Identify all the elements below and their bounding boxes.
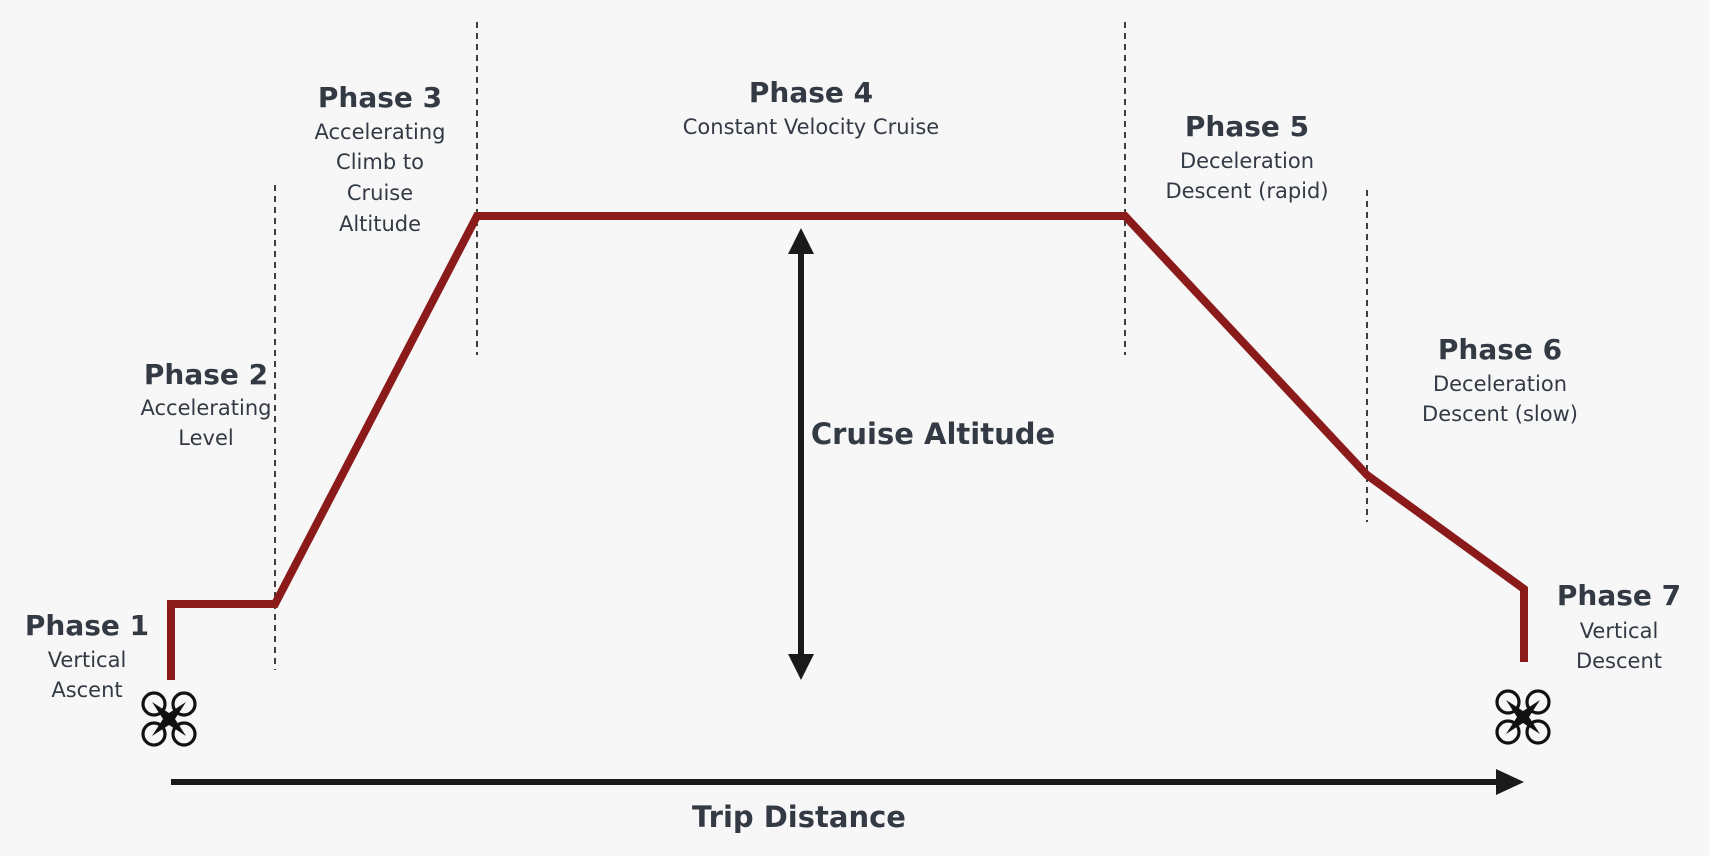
phase-desc-line: Descent [1576, 649, 1662, 673]
phase-desc-line: Vertical [1580, 619, 1659, 643]
cruise-altitude-label: Cruise Altitude [811, 417, 1055, 451]
flight-profile-line [167, 212, 1528, 680]
phase-3-label: Phase 3 Accelerating Climb to Cruise Alt… [315, 81, 446, 236]
phase-title: Phase 2 [144, 358, 268, 391]
phase-desc-line: Level [178, 426, 233, 450]
phase-desc-line: Altitude [339, 212, 421, 236]
phase-1-label: Phase 1 Vertical Ascent [25, 609, 149, 702]
drone-icon [141, 691, 197, 747]
phase-desc-line: Climb to [336, 150, 424, 174]
phase-title: Phase 3 [318, 81, 442, 114]
phase-desc-line: Accelerating [141, 396, 272, 420]
phase-desc-line: Vertical [48, 648, 127, 672]
phase-2-label: Phase 2 Accelerating Level [141, 358, 272, 450]
phase-desc-line: Deceleration [1180, 149, 1314, 173]
cruise-altitude-arrow [788, 228, 814, 680]
phase-desc-line: Descent (slow) [1422, 402, 1578, 426]
phase-title: Phase 6 [1438, 333, 1562, 366]
phase-6-label: Phase 6 Deceleration Descent (slow) [1422, 333, 1578, 426]
phase-desc-line: Cruise [347, 181, 413, 205]
phase-title: Phase 5 [1185, 110, 1309, 143]
drone-icon [1495, 689, 1551, 745]
trip-distance-arrow [171, 769, 1524, 795]
phase-desc-line: Ascent [51, 678, 122, 702]
phase-title: Phase 7 [1557, 579, 1681, 612]
phase-title: Phase 1 [25, 609, 149, 642]
phase-4-label: Phase 4 Constant Velocity Cruise [683, 76, 939, 139]
phase-desc-line: Accelerating [315, 120, 446, 144]
phase-desc-line: Descent (rapid) [1165, 179, 1328, 203]
phase-desc-line: Deceleration [1433, 372, 1567, 396]
phase-7-label: Phase 7 Vertical Descent [1557, 579, 1681, 673]
trip-distance-label: Trip Distance [692, 800, 906, 834]
phase-desc-line: Constant Velocity Cruise [683, 115, 939, 139]
phase-5-label: Phase 5 Deceleration Descent (rapid) [1165, 110, 1328, 203]
phase-title: Phase 4 [749, 76, 873, 109]
